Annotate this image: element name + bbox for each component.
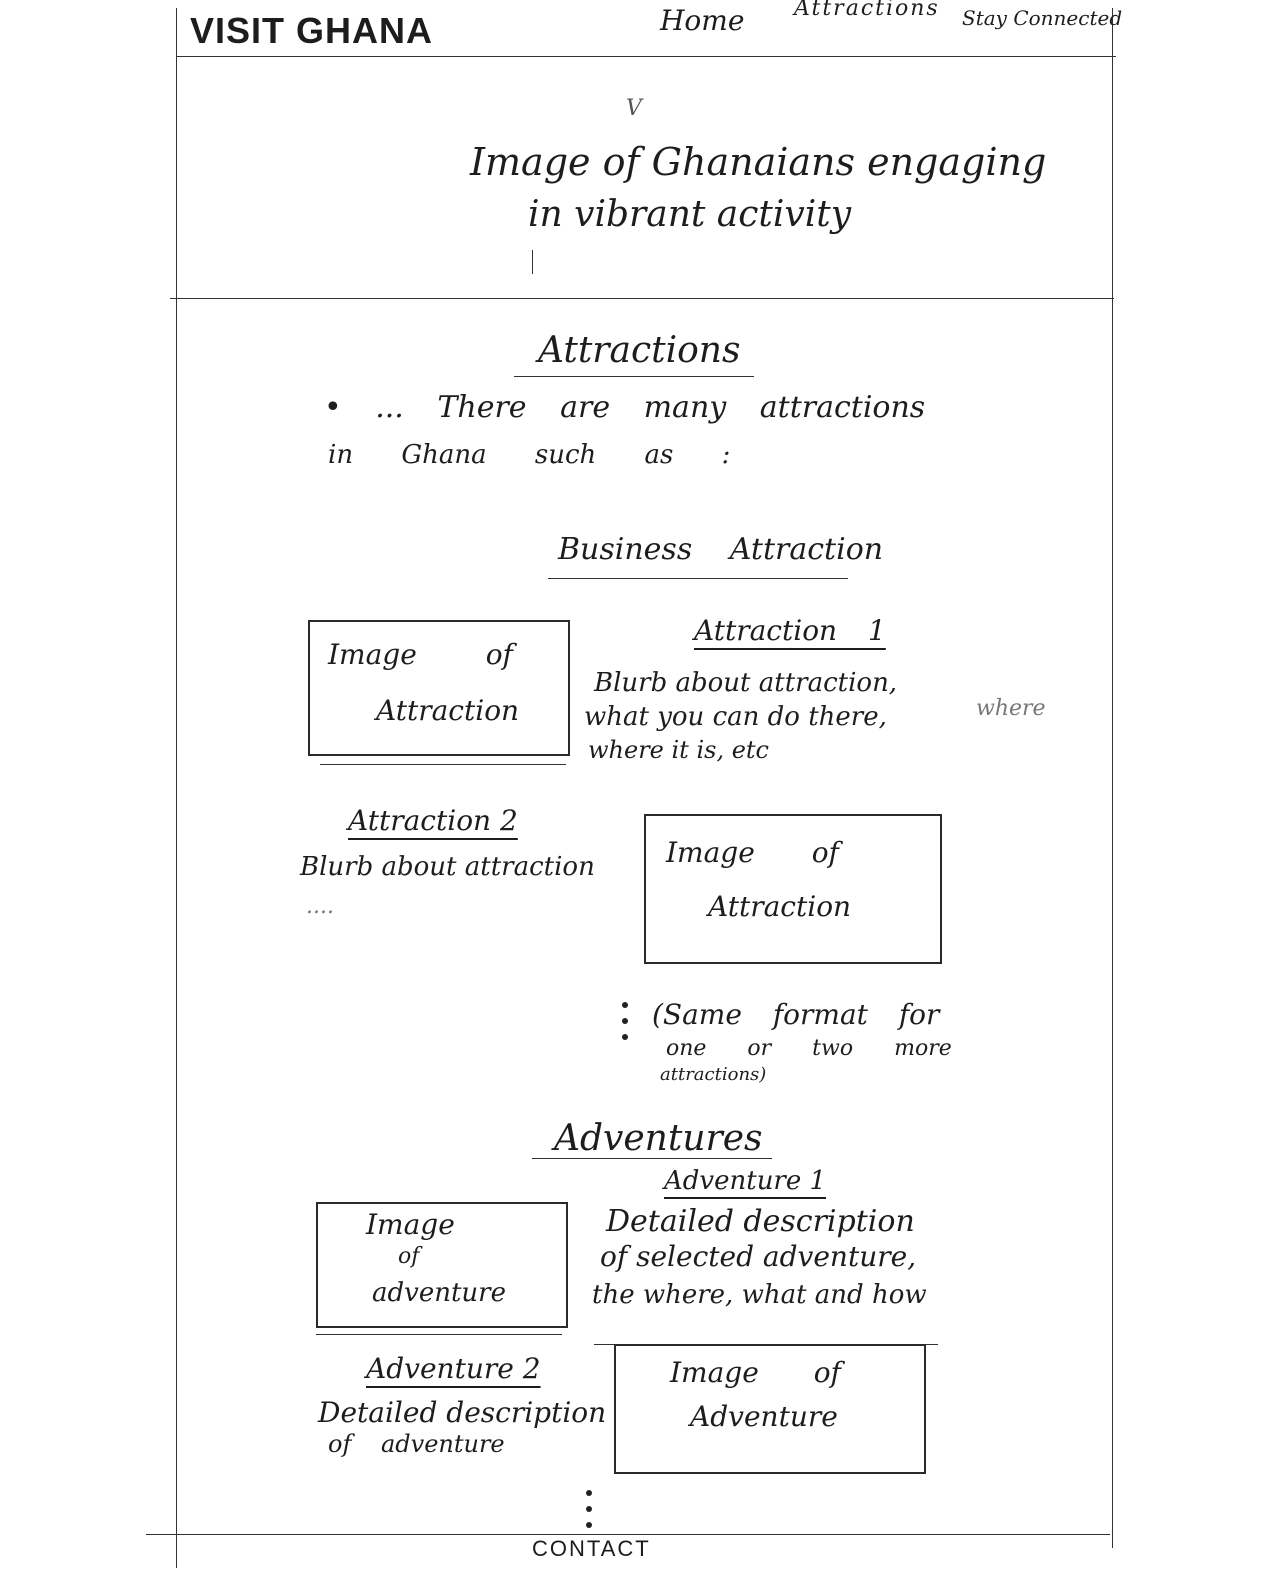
hero-image-caption-line1: Image of Ghanaians engaging — [470, 140, 1047, 184]
adventure-1-image-label-line2: of — [398, 1244, 420, 1269]
adventure-2-image-label-line2: Adventure — [690, 1400, 838, 1433]
attractions-intro-line1: • ... There are many attractions — [324, 390, 926, 425]
nav-home[interactable]: Home — [660, 4, 745, 37]
adventure-1-image-label-line1: Image — [366, 1208, 455, 1241]
hero-mark: V — [626, 96, 642, 121]
frame-right-line — [1112, 8, 1113, 1548]
adventures-more-dots — [586, 1490, 594, 1538]
adventure-2-desc-line1: Detailed description — [318, 1396, 607, 1429]
frame-left-line — [176, 8, 177, 1568]
attraction-1-title: Attraction 1 — [694, 614, 886, 647]
footer-divider — [146, 1534, 1110, 1535]
adventure-2-image — [614, 1344, 926, 1474]
adventure-2-desc-line2: of adventure — [328, 1430, 505, 1458]
attraction-1-image — [308, 620, 570, 756]
attractions-note-line1: (Same format for — [652, 998, 940, 1031]
attractions-intro-line2: in Ghana such as : — [328, 440, 731, 470]
business-attraction-underline — [548, 578, 848, 579]
attraction-1-blurb-line1: Blurb about attraction, — [594, 668, 898, 698]
attraction-1-image-label-line1: Image of — [328, 638, 513, 671]
attraction-1-image-shadow — [320, 764, 566, 765]
attractions-heading-underline — [514, 376, 754, 377]
adventures-heading-underline — [532, 1158, 772, 1159]
attraction-2-blurb-line1: Blurb about attraction — [300, 852, 595, 882]
hero-divider — [170, 298, 1114, 299]
attraction-1-blurb-line2: what you can do there, — [584, 702, 887, 732]
attraction-2-image-label-line2: Attraction — [708, 890, 852, 923]
attraction-2-image — [644, 814, 942, 964]
adventure-1-desc-line3: the where, what and how — [592, 1280, 927, 1310]
attractions-more-dots — [622, 1002, 630, 1050]
adventure-1-desc-line2: of selected adventure, — [600, 1240, 917, 1273]
nav-stay-connected[interactable]: Stay Connected — [962, 6, 1123, 30]
header-divider — [176, 56, 1116, 57]
adventure-1-image-label-line3: adventure — [372, 1278, 506, 1308]
attractions-note-line3: attractions) — [660, 1064, 767, 1085]
footer-contact[interactable]: CONTACT — [532, 1536, 651, 1561]
brand-logo[interactable]: VISIT GHANA — [190, 10, 434, 51]
attractions-note-line2: one or two more — [666, 1036, 952, 1061]
nav-attractions[interactable]: Attractions — [794, 0, 940, 21]
adventures-heading: Adventures — [554, 1118, 763, 1159]
adventure-2-title: Adventure 2 — [366, 1352, 541, 1385]
attraction-1-blurb-line3: where it is, etc — [588, 736, 769, 764]
attraction-1-image-label-line2: Attraction — [376, 694, 520, 727]
adventure-2-image-label-line1: Image of — [670, 1356, 841, 1389]
attraction-2-image-label-line1: Image of — [666, 836, 839, 869]
adventure-1-image-shadow — [316, 1334, 562, 1335]
attraction-2-blurb-line2: .... — [306, 894, 334, 919]
hero-image-caption-line2: in vibrant activity — [528, 194, 852, 235]
attractions-heading: Attractions — [538, 330, 741, 371]
adventure-1-title: Adventure 1 — [664, 1166, 827, 1196]
hero-tick — [532, 250, 533, 274]
attraction-2-title: Attraction 2 — [348, 804, 518, 837]
adventure-1-image — [316, 1202, 568, 1328]
adventure-1-desc-line1: Detailed description — [606, 1204, 915, 1239]
attraction-1-margin-note: where — [976, 696, 1046, 721]
business-attraction-subheading: Business Attraction — [558, 532, 884, 567]
